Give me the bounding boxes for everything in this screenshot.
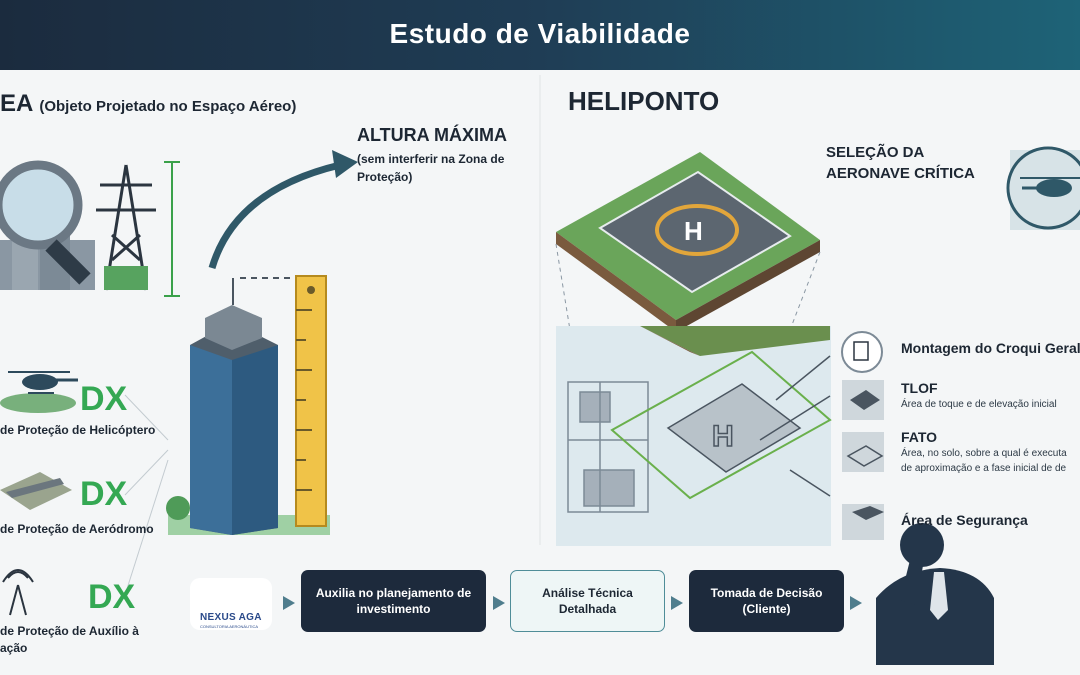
blueprint-illustration: H — [556, 326, 832, 546]
dx-connector-lines — [124, 394, 169, 596]
logo-tagline: CONSULTORIA AERONÁUTICA — [200, 624, 259, 629]
ruler-icon — [295, 275, 327, 527]
page-title: Estudo de Viabilidade — [389, 18, 691, 49]
height-arrow — [208, 161, 341, 269]
svg-text:H: H — [712, 420, 734, 453]
item-title-fato: FATO — [901, 429, 938, 445]
fato-icon — [842, 432, 884, 472]
svg-text:DX: DX — [88, 578, 136, 616]
helicopter-icon — [1006, 146, 1080, 230]
flow-step-investment: Auxilia no planejamento de investimento — [301, 570, 486, 632]
flow-step-analysis: Análise Técnica Detalhada — [510, 570, 665, 632]
item-desc-fato-line2: de aproximação e a fase inicial de de — [901, 463, 1067, 474]
building-icon — [166, 278, 330, 535]
zone-label-helicopter: de Proteção de Helicóptero — [0, 423, 156, 437]
heliponto-heading: HELIPONTO — [568, 86, 720, 116]
magnifier-icon — [0, 160, 95, 290]
max-height-subtitle: (sem interferir na Zona de Proteção) — [357, 152, 505, 184]
height-arrow-head — [332, 150, 358, 178]
max-height-title: ALTURA MÁXIMA — [357, 125, 507, 145]
svg-text:H: H — [684, 216, 703, 246]
oppea-heading: EA (Objeto Projetado no Espaço Aéreo) — [0, 90, 296, 118]
zone-label-auxiliary-line2: ação — [0, 641, 28, 655]
dx-icon: DX — [88, 578, 136, 616]
critical-aircraft-title: SELEÇÃO DA AERONAVE CRÍTICA — [826, 144, 975, 182]
company-logo — [190, 578, 272, 630]
dx-icon: DX — [80, 380, 128, 418]
document-icon — [841, 331, 883, 373]
svg-text:DX: DX — [80, 380, 128, 418]
flow-arrow-2 — [493, 596, 505, 610]
svg-text:DX: DX — [80, 475, 128, 513]
flow-arrow-4 — [850, 596, 862, 610]
businessman-icon — [876, 523, 994, 665]
projection-lines — [555, 243, 821, 331]
header-bar: Estudo de Viabilidade — [0, 0, 1080, 70]
height-marker-icon — [164, 161, 180, 297]
flow-arrow-3 — [671, 596, 683, 610]
flow-arrow-1 — [283, 596, 295, 610]
item-title-tlof: TLOF — [901, 380, 938, 396]
item-desc-fato-line1: Área, no solo, sobre a qual é executa — [901, 448, 1067, 459]
helipad-illustration: H — [556, 152, 820, 332]
item-desc-tlof: Área de toque e de elevação inicial — [901, 399, 1057, 410]
safety-area-icon — [842, 504, 884, 540]
airport-runway-icon — [0, 472, 72, 510]
logo-name: NEXUS AGA — [200, 612, 262, 623]
zone-label-auxiliary-line1: de Proteção de Auxílio à — [0, 624, 139, 638]
oppea-heading-main: EA — [0, 90, 34, 117]
oppea-heading-sub: (Objeto Projetado no Espaço Aéreo) — [39, 98, 297, 115]
zone-label-auxiliary: de Proteção de Auxílio à ação — [0, 623, 139, 657]
radio-antenna-icon — [2, 569, 34, 616]
flow-step-decision: Tomada de Decisão (Cliente) — [689, 570, 844, 632]
zone-label-aerodrome: de Proteção de Aeródromo — [0, 522, 154, 536]
helicopter-icon — [0, 371, 78, 413]
tower-base — [104, 266, 148, 290]
item-title-croqui: Montagem do Croqui Geral — [901, 340, 1080, 356]
dx-icon: DX — [80, 475, 128, 513]
item-title-safety-area: Área de Segurança — [901, 512, 1028, 528]
tlof-icon — [842, 380, 884, 420]
